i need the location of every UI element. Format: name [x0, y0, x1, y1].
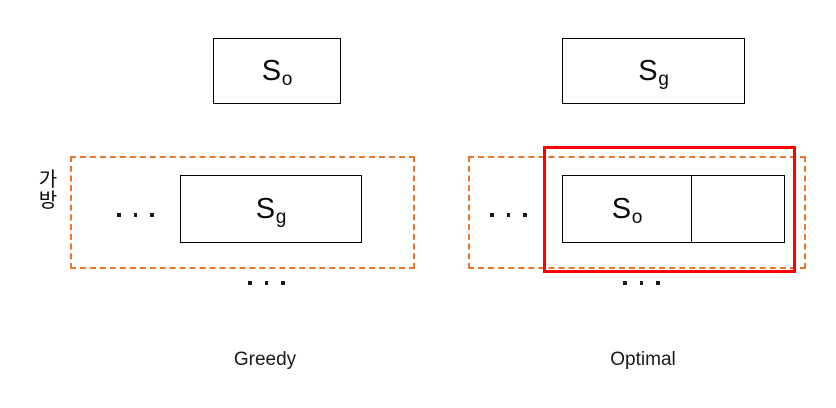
optimal-below-ellipsis: [623, 281, 660, 285]
greedy-outside-item-label: So: [261, 54, 293, 90]
greedy-bag-leading-ellipsis: [117, 213, 154, 217]
greedy-below-ellipsis: [248, 281, 285, 285]
greedy-bag-container: [70, 156, 415, 269]
optimal-outside-item-box: Sg: [562, 38, 745, 104]
greedy-caption: Greedy: [233, 349, 297, 370]
bag-label-korean: 가 방: [38, 169, 58, 212]
optimal-caption: Optimal: [610, 349, 676, 370]
optimal-bag-leading-ellipsis: [490, 213, 527, 217]
greedy-bag-item-box: Sg: [180, 175, 362, 243]
greedy-bag-item-label: Sg: [255, 192, 287, 228]
optimal-bag-item-divider: [691, 176, 692, 242]
greedy-outside-item-box: So: [213, 38, 341, 104]
optimal-bag-container: [468, 156, 806, 269]
optimal-bag-item-cell-empty: [691, 176, 784, 242]
optimal-outside-item-label: Sg: [638, 54, 670, 90]
optimal-bag-item-box: So: [562, 175, 785, 243]
optimal-bag-item-label: So: [611, 192, 643, 228]
optimal-highlight-rect: [543, 146, 796, 273]
optimal-bag-item-cell-filled: So: [563, 176, 691, 242]
